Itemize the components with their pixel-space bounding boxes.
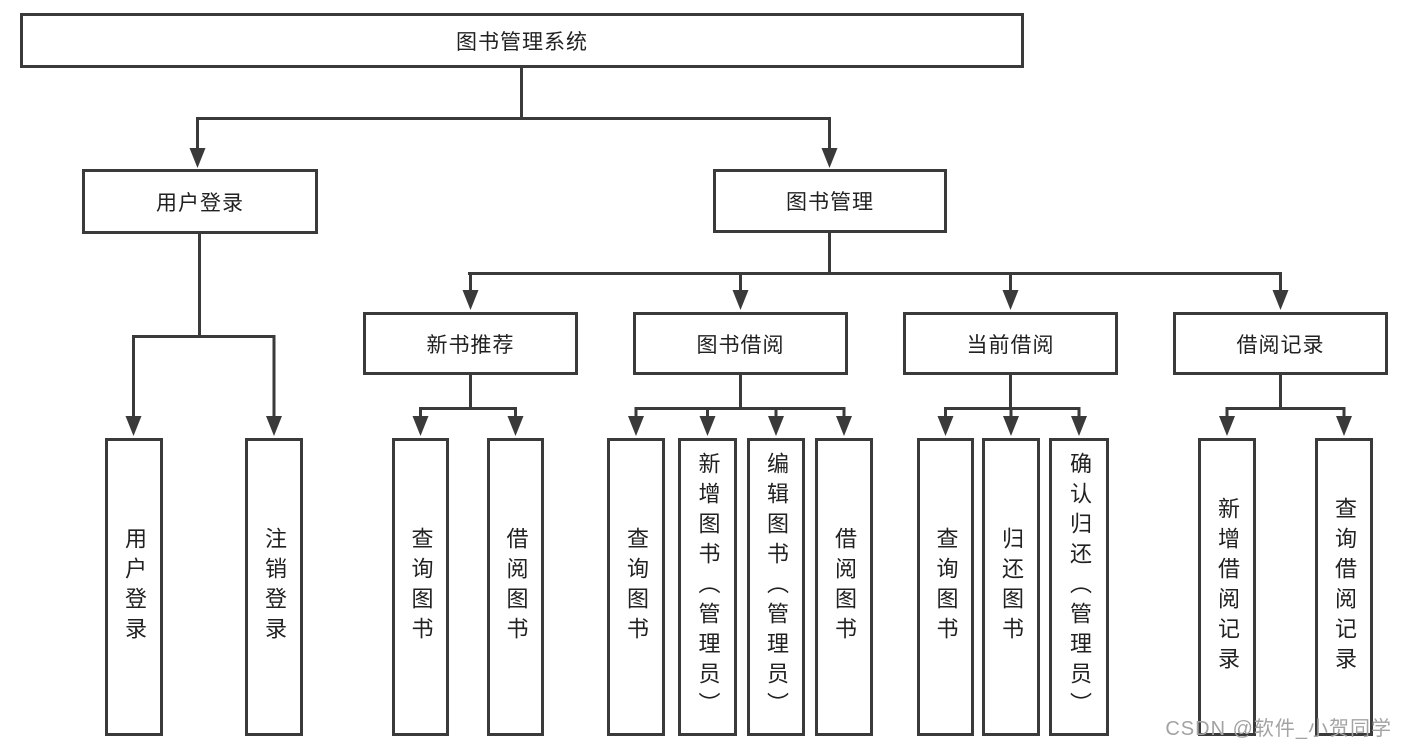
node-label: 新书推荐 bbox=[426, 333, 515, 357]
leaf-borrow-books: 借阅图书 bbox=[815, 438, 873, 736]
connector-current-borrow-to-leaves bbox=[937, 375, 1087, 436]
csdn-watermark: CSDN @软件_小贺同学 bbox=[1165, 718, 1392, 740]
leaf-query-books-current: 查询图书 bbox=[917, 438, 974, 736]
node-label: 确认归还（管理员） bbox=[1067, 452, 1092, 722]
connector-root-to-level2 bbox=[189, 68, 838, 168]
node-label: 用户登录 bbox=[156, 191, 244, 215]
node-label: 借阅记录 bbox=[1236, 333, 1325, 357]
node-label: 查询图书 bbox=[408, 527, 434, 647]
leaf-add-borrow-record: 新增借阅记录 bbox=[1198, 438, 1256, 736]
node-library-management-system: 图书管理系统 bbox=[20, 13, 1024, 68]
node-book-management: 图书管理 bbox=[713, 169, 947, 233]
node-label: 新增借阅记录 bbox=[1215, 497, 1240, 677]
node-label: 归还图书 bbox=[999, 527, 1024, 647]
node-label: 借阅图书 bbox=[832, 527, 857, 647]
node-label: 查询图书 bbox=[933, 527, 959, 647]
node-label: 当前借阅 bbox=[966, 333, 1055, 357]
leaf-logout: 注销登录 bbox=[245, 438, 303, 736]
node-label: 图书借阅 bbox=[696, 333, 785, 357]
leaf-query-books-borrow: 查询图书 bbox=[607, 438, 665, 736]
leaf-query-borrow-record: 查询借阅记录 bbox=[1315, 438, 1373, 736]
node-label: 用户登录 bbox=[122, 527, 147, 647]
leaf-return-book: 归还图书 bbox=[982, 438, 1040, 736]
connector-book-management-to-level3 bbox=[462, 233, 1289, 310]
node-label: 查询借阅记录 bbox=[1332, 497, 1357, 677]
leaf-query-books-recommend: 查询图书 bbox=[392, 438, 449, 736]
node-label: 编辑图书（管理员） bbox=[764, 452, 789, 722]
leaf-edit-book-admin: 编辑图书（管理员） bbox=[747, 438, 805, 736]
node-user-login: 用户登录 bbox=[82, 169, 318, 234]
leaf-user-login: 用户登录 bbox=[105, 438, 163, 736]
node-label: 查询图书 bbox=[624, 527, 649, 647]
connector-user-login-to-leaves bbox=[125, 234, 282, 436]
connector-new-book-recommend-to-leaves bbox=[412, 375, 524, 436]
node-book-borrow: 图书借阅 bbox=[633, 312, 848, 375]
node-label: 注销登录 bbox=[262, 527, 287, 647]
connector-borrow-records-to-leaves bbox=[1219, 375, 1352, 436]
node-label: 新增图书（管理员） bbox=[695, 452, 721, 722]
node-borrow-records: 借阅记录 bbox=[1173, 312, 1388, 375]
node-new-book-recommend: 新书推荐 bbox=[363, 312, 578, 375]
node-current-borrow: 当前借阅 bbox=[903, 312, 1118, 375]
leaf-borrow-books-recommend: 借阅图书 bbox=[487, 438, 544, 736]
connector-book-borrow-to-leaves bbox=[628, 375, 852, 436]
leaf-confirm-return-admin: 确认归还（管理员） bbox=[1049, 438, 1109, 736]
leaf-add-book-admin: 新增图书（管理员） bbox=[678, 438, 737, 736]
node-label: 图书管理 bbox=[786, 191, 874, 214]
node-label: 借阅图书 bbox=[503, 527, 529, 647]
node-label: 图书管理系统 bbox=[456, 30, 588, 54]
